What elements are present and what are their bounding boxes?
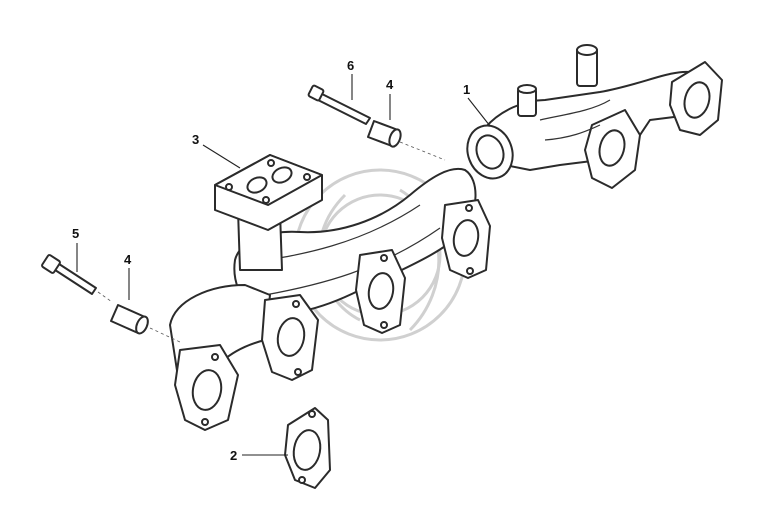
assembly-axis-lines: [97, 141, 446, 343]
turbo-flange-gasket: [214, 154, 323, 231]
callout-label-6: 6: [347, 58, 354, 73]
exhaust-manifold-rear: [466, 44, 723, 189]
callout-label-3: 3: [192, 132, 199, 147]
callout-label-2: 2: [230, 448, 237, 463]
stud-upper: [307, 84, 371, 125]
bolt-lower: [41, 254, 97, 295]
callout-label-1: 1: [463, 82, 470, 97]
callout-2: 2: [230, 448, 288, 463]
callout-3: 3: [192, 132, 241, 169]
callout-label-4-upper: 4: [386, 77, 394, 92]
gasket: [284, 407, 331, 489]
spacer-sleeve-upper: [367, 120, 402, 148]
spacer-sleeve-lower: [110, 304, 149, 335]
callout-label-5: 5: [72, 226, 79, 241]
exhaust-manifold-front: [169, 167, 491, 431]
callout-1: 1: [463, 82, 491, 127]
callout-5: 5: [72, 226, 79, 272]
callout-4-lower: 4: [124, 252, 132, 300]
callout-6: 6: [347, 58, 354, 100]
callout-4-upper: 4: [386, 77, 394, 120]
callout-label-4-lower: 4: [124, 252, 132, 267]
